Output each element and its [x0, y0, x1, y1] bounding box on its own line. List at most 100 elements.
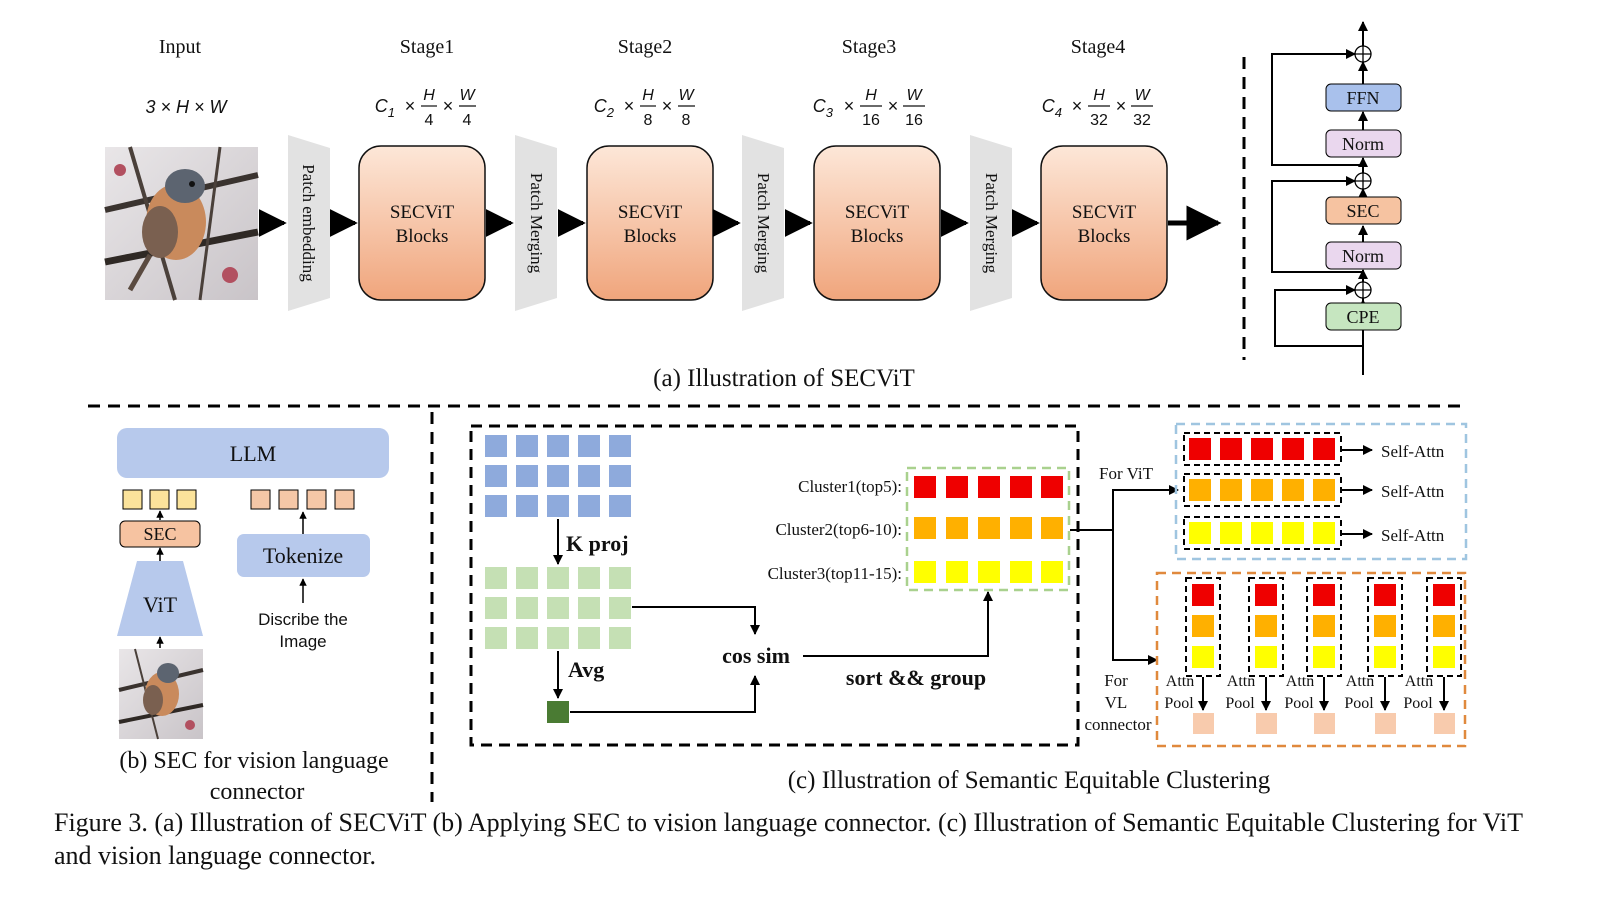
- pool-column-2: Attn Pool: [1225, 577, 1284, 734]
- stage-2-h-num: H: [642, 87, 654, 104]
- pool-column-5: Attn Pool: [1403, 577, 1462, 734]
- stage-2-h-den: 8: [644, 112, 653, 129]
- stage-1-block-line2: Blocks: [396, 226, 449, 247]
- cpe-box: [1325, 302, 1402, 331]
- stage-3: Stage3 C3 × H 16 × W 16 SECViT Blocks: [813, 36, 941, 301]
- panel-c: K proj Avg cos sim sort && group Cluster…: [469, 422, 1468, 794]
- norm-bottom-label: Norm: [1342, 246, 1384, 266]
- stage-1-times-1: ×: [405, 96, 416, 116]
- avg-token: [547, 701, 569, 723]
- tokenize-label: Tokenize: [263, 543, 343, 568]
- attn-pool-5-line1: Attn: [1405, 673, 1433, 690]
- stage-2-blocks: [586, 145, 714, 301]
- vit-group-2-tokens: [1189, 479, 1335, 501]
- stage-1-block-line1: SECViT: [390, 202, 455, 223]
- stage-4-w-num: W: [1134, 87, 1151, 104]
- patch-merging-trapezoid-2: [742, 135, 784, 311]
- stage-4-times-2: ×: [1116, 96, 1127, 116]
- stage-2-block-line1: SECViT: [618, 202, 683, 223]
- stage-4-h-den: 32: [1090, 112, 1108, 129]
- patch-merging-trapezoid-3: [970, 135, 1012, 311]
- panel-b: LLM SEC ViT Tokenize Discribe the Image: [117, 428, 389, 805]
- sec-box: [1325, 196, 1402, 225]
- prompt-line1: Discribe the: [258, 610, 348, 629]
- vision-tokens: [122, 489, 197, 510]
- patch-merging-label-1: Patch Merging: [527, 173, 546, 274]
- stage-4-h-num: H: [1093, 87, 1105, 104]
- secvit-block-detail: FFN Norm SEC Norm CPE: [1271, 21, 1402, 375]
- stage-1-channel: C1: [375, 96, 395, 120]
- stage-1-times-2: ×: [443, 96, 454, 116]
- norm-top-label: Norm: [1342, 134, 1384, 154]
- patch-merging-trapezoid-1: [515, 135, 557, 311]
- cluster-1-tokens: [914, 476, 1063, 498]
- panel-a-caption: (a) Illustration of SECViT: [653, 365, 915, 392]
- norm-top-box: [1325, 129, 1402, 158]
- vit-label: ViT: [143, 592, 178, 617]
- stage-3-h-den: 16: [862, 112, 880, 129]
- self-attn-label-3: Self-Attn: [1381, 526, 1445, 545]
- sec-connector-box: [119, 520, 201, 548]
- sort-group-label: sort && group: [846, 665, 986, 690]
- attn-pool-1-line1: Attn: [1166, 673, 1194, 690]
- llm-box: [117, 428, 389, 478]
- patch-merging-label-2: Patch Merging: [754, 173, 773, 274]
- stage-2-channel: C2: [594, 96, 615, 120]
- stage-4-w-den: 32: [1133, 112, 1151, 129]
- stage-3-times-1: ×: [844, 96, 855, 116]
- panel-b-caption-line1: (b) SEC for vision language: [119, 748, 388, 774]
- stage-1: Stage1 C1 × H 4 × W 4 SECViT Blocks: [358, 36, 486, 301]
- attn-pool-4-line1: Attn: [1346, 673, 1374, 690]
- stage-1-blocks: [358, 145, 486, 301]
- stage-3-times-2: ×: [888, 96, 899, 116]
- attn-pool-4-line2: Pool: [1344, 695, 1374, 712]
- cluster-1-label: Cluster1(top5):: [798, 477, 902, 496]
- stage-4-blocks: [1040, 145, 1168, 301]
- prompt-line2: Image: [279, 632, 326, 651]
- stage-2-label: Stage2: [618, 36, 672, 58]
- panel-a: Input 3 × H × W Patch embedding Patch Me…: [104, 21, 1402, 392]
- stage-2-block-line2: Blocks: [624, 226, 677, 247]
- vit-group-3-tokens: [1189, 522, 1335, 544]
- norm-bottom-box: [1325, 241, 1402, 270]
- residual-add-icons: [1354, 45, 1372, 299]
- patch-embedding-trapezoid: [288, 135, 330, 311]
- stage-1-h-den: 4: [425, 112, 434, 129]
- ffn-box: [1325, 83, 1402, 112]
- input-label: Input: [159, 36, 202, 58]
- stage-3-channel: C3: [813, 96, 834, 120]
- avg-label: Avg: [568, 657, 604, 682]
- figure-caption: Figure 3. (a) Illustration of SECViT (b)…: [54, 808, 1523, 870]
- stage-3-label: Stage3: [842, 36, 896, 58]
- stage-4-label: Stage4: [1071, 36, 1125, 58]
- stage-3-block-line2: Blocks: [851, 226, 904, 247]
- stage-3-w-den: 16: [905, 112, 923, 129]
- attn-pool-columns: Attn Pool Attn Pool Attn: [1164, 577, 1462, 734]
- panel-c-caption: (c) Illustration of Semantic Equitable C…: [788, 767, 1271, 794]
- sec-connector-label: SEC: [143, 524, 176, 544]
- sec-label: SEC: [1346, 201, 1379, 221]
- cluster-2-label: Cluster2(top6-10):: [775, 520, 902, 539]
- for-vit-label: For ViT: [1099, 464, 1154, 483]
- input-token-grid: [485, 435, 631, 517]
- stage-1-w-den: 4: [463, 112, 472, 129]
- stage-2-w-num: W: [678, 87, 695, 104]
- stage-2-w-den: 8: [682, 112, 691, 129]
- vit-group-1-tokens: [1189, 438, 1335, 460]
- self-attn-label-2: Self-Attn: [1381, 482, 1445, 501]
- pool-column-4: Attn Pool: [1344, 577, 1403, 734]
- cluster-2-tokens: [914, 517, 1063, 539]
- cos-sim-label: cos sim: [722, 643, 790, 668]
- clusters-box: [905, 466, 1071, 592]
- stage-4-channel: C4: [1042, 96, 1062, 120]
- stage-1-h-num: H: [423, 87, 435, 104]
- cluster-3-label: Cluster3(top11-15):: [768, 564, 902, 583]
- pool-column-3: Attn Pool: [1284, 577, 1342, 734]
- vit-trapezoid: [117, 561, 203, 636]
- attn-pool-1-line2: Pool: [1164, 695, 1194, 712]
- vit-self-attn-box: [1174, 422, 1468, 561]
- key-token-grid: [485, 567, 631, 649]
- cluster-3-tokens: [914, 561, 1063, 583]
- sec-process-box: [469, 424, 1080, 747]
